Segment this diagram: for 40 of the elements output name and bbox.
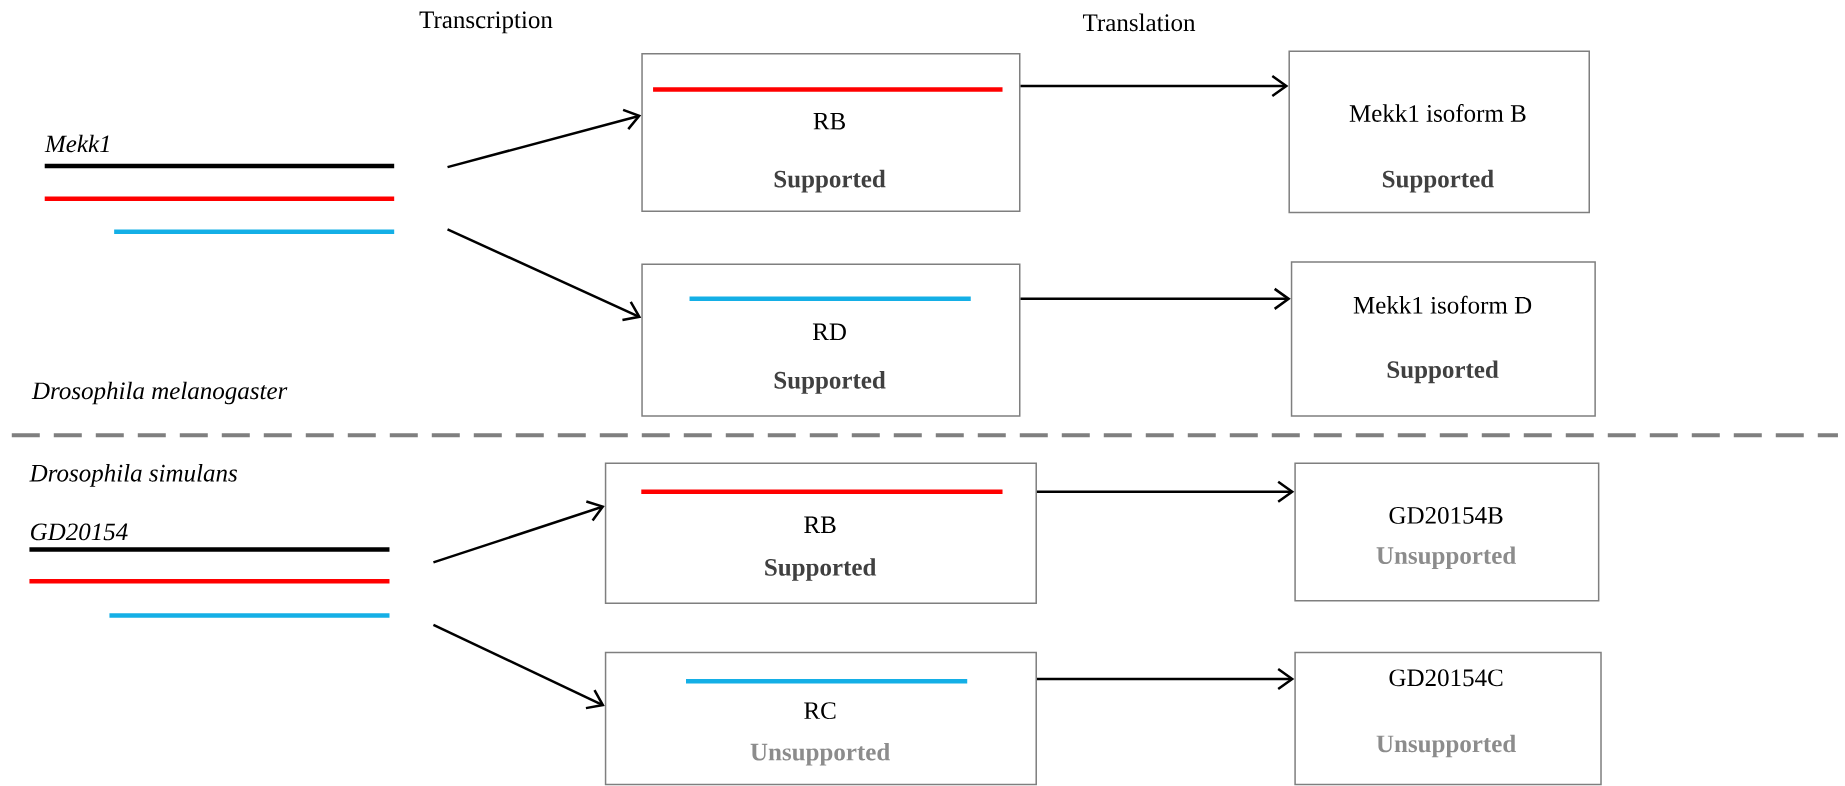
- status-label: Supported: [1387, 360, 1499, 384]
- status-label: Supported: [765, 558, 877, 581]
- transcript-box: [641, 52, 1021, 213]
- arrow: [1020, 287, 1291, 310]
- arrow: [447, 108, 642, 169]
- arrow: [432, 623, 605, 710]
- arrow: [1020, 74, 1289, 97]
- arrow: [447, 228, 642, 322]
- status-label: Supported: [774, 169, 886, 193]
- box-title: RB: [813, 112, 845, 130]
- arrow: [433, 500, 605, 564]
- gene-model: [29, 523, 390, 618]
- arrow: [1036, 480, 1295, 503]
- status-label: Supported: [1382, 169, 1494, 193]
- box-title: Mekk1 isoform D: [1353, 295, 1532, 314]
- transcript-box: [1294, 462, 1600, 602]
- box-title: Mekk1 isoform B: [1349, 104, 1526, 122]
- transcript-box: [1290, 261, 1596, 417]
- transcript-box: [604, 462, 1037, 604]
- step-label: Transcription: [419, 11, 553, 34]
- transcript-box: [1288, 50, 1590, 214]
- box-title: RC: [804, 702, 836, 720]
- status-label: Unsupported: [750, 742, 890, 766]
- transcript-box: [1294, 651, 1602, 786]
- box-title: GD20154C: [1389, 669, 1503, 687]
- species-label: Drosophila simulans: [29, 464, 237, 487]
- status-label: Unsupported: [1376, 734, 1516, 758]
- box-title: RD: [812, 323, 846, 340]
- step-label: Translation: [1083, 13, 1196, 32]
- species-label: Drosophila melanogaster: [31, 381, 288, 405]
- box-title: RB: [804, 516, 836, 533]
- gene-name: GD20154: [31, 523, 128, 541]
- status-label: Supported: [774, 371, 886, 394]
- transcript-box: [641, 263, 1021, 417]
- gene-name: Mekk1: [44, 134, 109, 153]
- arrow: [1036, 667, 1295, 690]
- transcript-box: [604, 651, 1037, 786]
- gene-model: [44, 134, 395, 235]
- status-label: Unsupported: [1376, 546, 1516, 570]
- box-title: GD20154B: [1389, 506, 1503, 524]
